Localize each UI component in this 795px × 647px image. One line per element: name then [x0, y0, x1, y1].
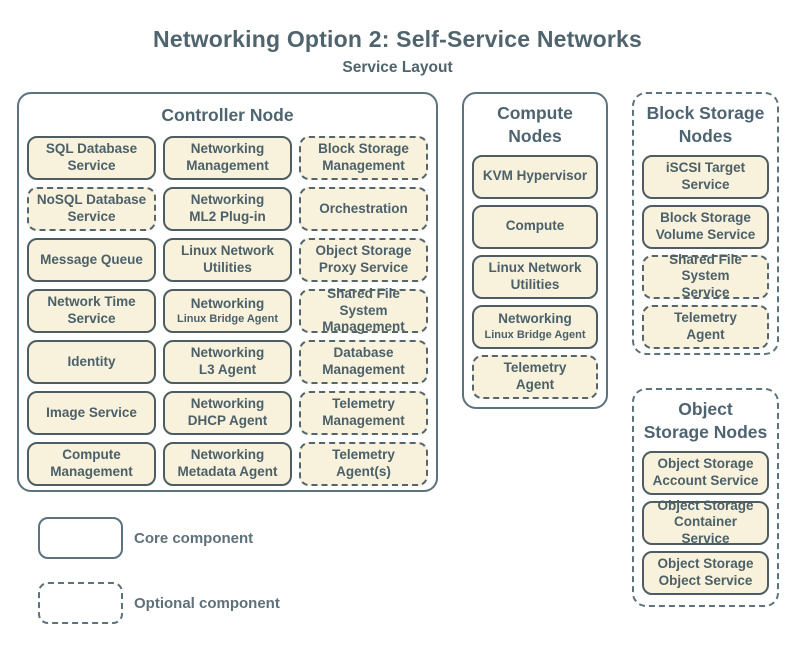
controller-services: SQL Database Service Networking Managemen… [27, 135, 428, 486]
service-label: Image Service [46, 404, 137, 420]
service-kvm-hypervisor: KVM Hypervisor [472, 154, 598, 199]
service-object-storage-object-service: Object Storage Object Service [642, 550, 769, 595]
service-label: Networking [498, 311, 572, 327]
service-label: Networking ML2 Plug-in [189, 192, 266, 224]
service-nosql-database-service: NoSQL Database Service [27, 186, 156, 231]
service-label: Network Time Service [47, 294, 136, 326]
service-shared-file-system-management: Shared File System Management [299, 286, 428, 334]
service-label: Compute [505, 218, 565, 234]
service-sublabel: Linux Bridge Agent [484, 328, 586, 341]
service-iscsi-target-service: iSCSI Target Service [642, 154, 769, 199]
service-shared-file-system-service: Shared File System Service [642, 251, 769, 300]
service-label: Telemetry Agent(s) [332, 447, 395, 479]
service-message-queue: Message Queue [27, 237, 156, 282]
service-object-storage-container-service: Object Storage Container Service [642, 497, 769, 546]
service-label: SQL Database Service [45, 141, 138, 173]
service-object-storage-proxy-service: Object Storage Proxy Service [299, 237, 428, 282]
service-label: Networking Metadata Agent [177, 447, 278, 479]
page-title: Networking Option 2: Self-Service Networ… [153, 26, 642, 52]
service-label: Networking L3 Agent [190, 345, 265, 377]
service-label: Linux Network Utilities [180, 243, 274, 275]
service-label: KVM Hypervisor [482, 168, 588, 184]
service-label: Networking [190, 295, 265, 311]
page-subtitle: Service Layout [342, 59, 453, 76]
service-networking-l3-agent: Networking L3 Agent [163, 339, 292, 384]
service-compute-management: Compute Management [27, 441, 156, 486]
object-storage-title: Object Storage Nodes [643, 399, 768, 442]
service-label: Object Storage Proxy Service [315, 243, 412, 275]
legend-label: Optional component [134, 594, 280, 612]
service-telemetry-agent: Telemetry Agent [642, 304, 769, 349]
legend-swatch-dashed [38, 582, 123, 624]
service-telemetry-management: Telemetry Management [299, 390, 428, 435]
legend-label: Core component [134, 529, 254, 547]
service-object-storage-account-service: Object Storage Account Service [642, 450, 769, 495]
service-label: Message Queue [40, 251, 143, 267]
compute-title: Compute Nodes [497, 103, 573, 146]
service-label: Networking DHCP Agent [187, 396, 268, 428]
service-telemetry-agent: Telemetry Agent [472, 354, 598, 399]
service-label: Object Storage Object Service [657, 556, 754, 588]
service-label: Telemetry Agent [674, 310, 737, 342]
service-label: Telemetry Agent [503, 360, 567, 392]
legend-swatch-solid [38, 517, 123, 559]
service-sublabel: Linux Bridge Agent [176, 313, 279, 326]
block-storage-title: Block Storage Nodes [646, 103, 765, 146]
service-label: NoSQL Database Service [36, 192, 147, 224]
legend-row-core-component: Core component [38, 517, 280, 559]
service-networking-metadata-agent: Networking Metadata Agent [163, 441, 292, 486]
service-sql-database-service: SQL Database Service [27, 135, 156, 180]
service-label: Object Storage Account Service [652, 456, 759, 488]
service-block-storage-management: Block Storage Management [299, 135, 428, 180]
service-label: iSCSI Target Service [665, 160, 746, 192]
service-label: Block Storage Management [318, 141, 409, 173]
service-label: Shared File System Management [322, 286, 405, 334]
service-label: Shared File System Service [669, 251, 742, 300]
service-identity: Identity [27, 339, 156, 384]
service-telemetry-agent-s: Telemetry Agent(s) [299, 441, 428, 486]
legend-row-optional-component: Optional component [38, 582, 280, 624]
service-label: Database Management [322, 345, 405, 377]
service-network-time-service: Network Time Service [27, 288, 156, 333]
service-image-service: Image Service [27, 390, 156, 435]
service-database-management: Database Management [299, 339, 428, 384]
service-orchestration: Orchestration [299, 186, 428, 231]
service-label: Telemetry Management [322, 396, 405, 428]
service-networking-ml2-plug-in: Networking ML2 Plug-in [163, 186, 292, 231]
service-label: Orchestration [319, 200, 408, 216]
service-label: Block Storage Volume Service [655, 210, 756, 242]
service-label: Object Storage Container Service [657, 497, 754, 546]
service-label: Compute Management [50, 447, 133, 479]
service-linux-network-utilities: Linux Network Utilities [472, 254, 598, 299]
controller-title: Controller Node [161, 105, 294, 125]
service-label: Networking Management [186, 141, 269, 173]
service-block-storage-volume-service: Block Storage Volume Service [642, 204, 769, 249]
service-linux-network-utilities: Linux Network Utilities [163, 237, 292, 282]
service-label: Identity [67, 353, 116, 369]
service-networking-management: Networking Management [163, 135, 292, 180]
service-compute: Compute [472, 204, 598, 249]
service-label: Linux Network Utilities [488, 260, 582, 292]
service-networking-dhcp-agent: Networking DHCP Agent [163, 390, 292, 435]
